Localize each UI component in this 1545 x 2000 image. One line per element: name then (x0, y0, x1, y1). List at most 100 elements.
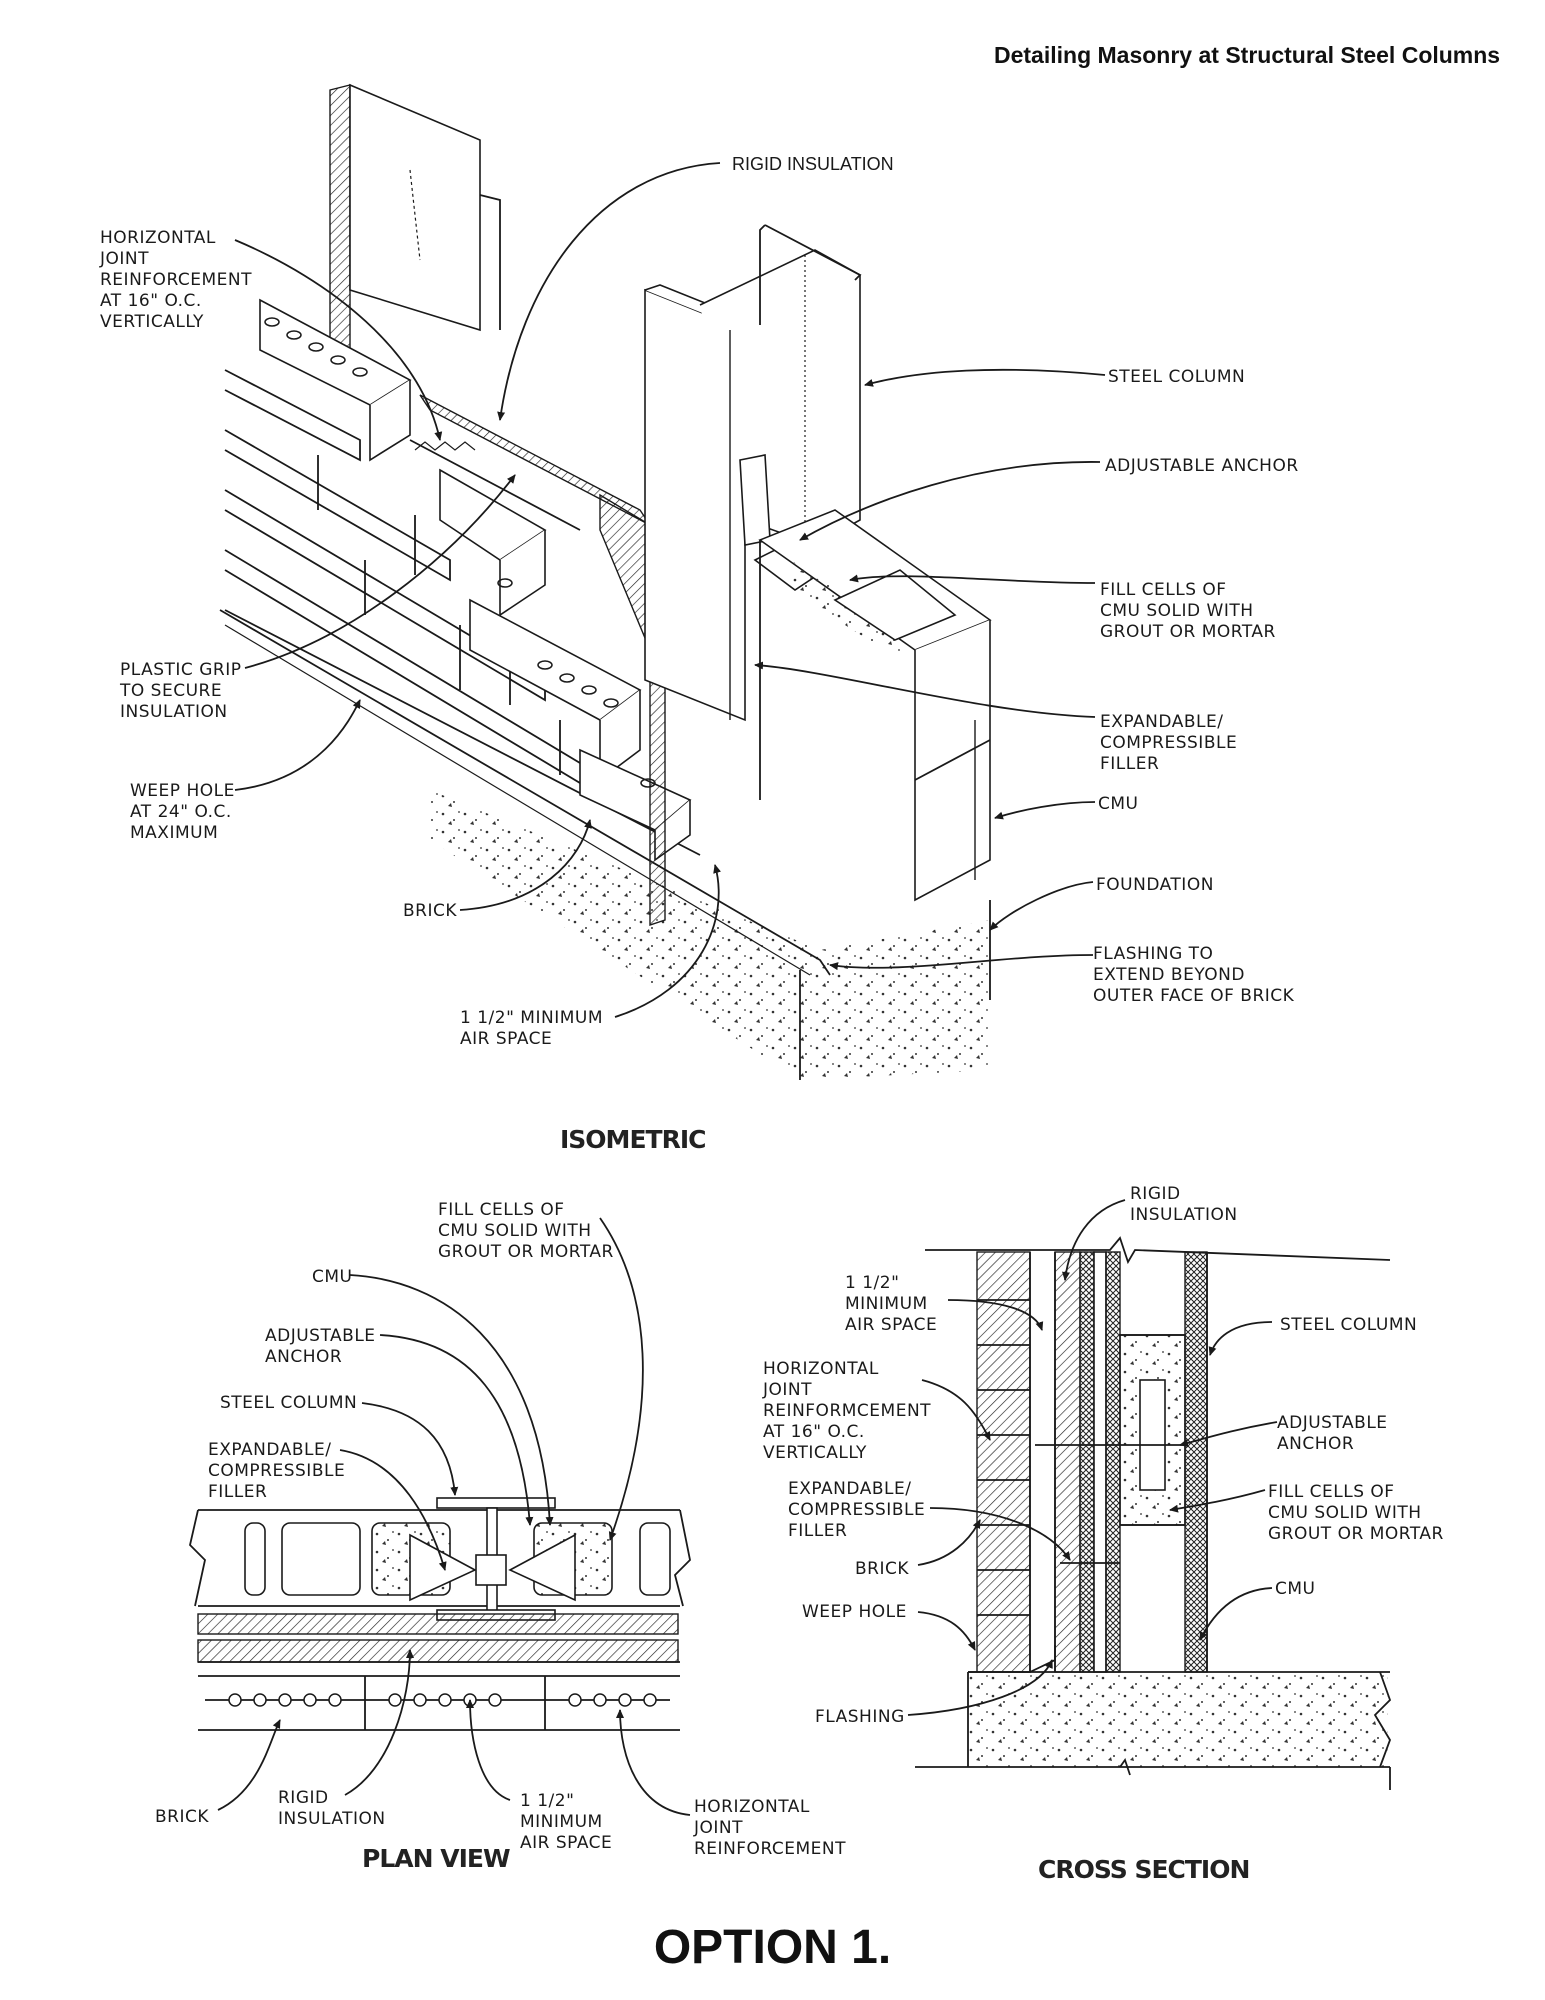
plan-rigid-insulation (197, 1613, 679, 1635)
iso-cmu-back-wall (329, 84, 351, 372)
iso-adjustable-anchor (739, 454, 771, 546)
iso-cmu-holes (264, 317, 656, 788)
plan-label-anchor-2: ANCHOR (265, 1347, 342, 1367)
cs-label-hjr-5: VERTICALLY (763, 1443, 867, 1463)
cs-label-fill-1: FILL CELLS OF (1268, 1482, 1395, 1502)
iso-label-hjr-2: JOINT (99, 249, 149, 269)
cs-label-steel-column: STEEL COLUMN (1280, 1315, 1417, 1335)
plan-brick-row (198, 1675, 680, 1731)
cs-label-exp-3: FILLER (788, 1521, 847, 1541)
cs-label-exp-2: COMPRESSIBLE (788, 1500, 925, 1520)
cs-label-fill-3: GROUT OR MORTAR (1268, 1524, 1444, 1544)
plan-anchor-right (508, 1533, 576, 1602)
plan-label-exp-1: EXPANDABLE/ (208, 1440, 331, 1460)
iso-label-steel-column: STEEL COLUMN (1108, 367, 1245, 387)
isometric-drawing (219, 83, 992, 1080)
cs-label-exp-1: EXPANDABLE/ (788, 1479, 911, 1499)
iso-label-flash-1: FLASHING TO (1093, 944, 1213, 964)
plan-label-air-2: MINIMUM (520, 1812, 603, 1832)
iso-label-weep-1: WEEP HOLE (130, 781, 235, 801)
iso-label-fill-1: FILL CELLS OF (1100, 580, 1227, 600)
plan-label-rigid-1: RIGID (278, 1788, 329, 1808)
iso-right-cmu (758, 509, 992, 902)
iso-leaders (234, 162, 1106, 1018)
iso-label-air-2: AIR SPACE (460, 1029, 552, 1049)
plan-joint-ties (228, 1693, 657, 1707)
cs-label-hjr-2: JOINT (762, 1380, 812, 1400)
cross-section-drawing (915, 1236, 1392, 1790)
iso-label-hjr-3: REINFORCEMENT (100, 270, 252, 290)
plan-label-air-3: AIR SPACE (520, 1833, 612, 1853)
plan-label-hjr-1: HORIZONTAL (694, 1797, 810, 1817)
iso-label-plastic-1: PLASTIC GRIP (120, 660, 241, 680)
iso-label-exp-3: FILLER (1100, 754, 1159, 774)
iso-label-flash-3: OUTER FACE OF BRICK (1093, 986, 1295, 1006)
plan-heading: PLAN VIEW (362, 1844, 510, 1873)
iso-label-weep-2: AT 24" O.C. (130, 802, 232, 822)
plan-label-hjr-3: REINFORCEMENT (694, 1839, 846, 1859)
plan-label-cmu: CMU (312, 1267, 352, 1287)
plan-leaders (217, 1217, 691, 1816)
iso-label-air-1: 1 1/2" MINIMUM (460, 1008, 603, 1028)
plan-label-hjr-2: JOINT (693, 1818, 743, 1838)
cs-heading: CROSS SECTION (1038, 1855, 1249, 1884)
cs-brick-wythe (976, 1251, 1031, 1673)
plan-label-fill-3: GROUT OR MORTAR (438, 1242, 614, 1262)
option-label: OPTION 1. (653, 1921, 892, 1974)
iso-label-flash-2: EXTEND BEYOND (1093, 965, 1245, 985)
cs-label-air-3: AIR SPACE (845, 1315, 937, 1335)
plan-steel-flange-top (436, 1497, 556, 1509)
iso-label-adjustable-anchor: ADJUSTABLE ANCHOR (1105, 456, 1299, 476)
cs-label-brick: BRICK (855, 1559, 909, 1579)
iso-label-plastic-2: TO SECURE (119, 681, 222, 701)
iso-label-cmu: CMU (1098, 794, 1138, 814)
iso-heading: ISOMETRIC (560, 1125, 705, 1154)
iso-label-hjr-4: AT 16" O.C. (100, 291, 202, 311)
iso-flashing-line (219, 609, 831, 976)
plan-label-exp-3: FILLER (208, 1482, 267, 1502)
iso-label-brick: BRICK (403, 901, 457, 921)
plan-label-steel-column: STEEL COLUMN (220, 1393, 357, 1413)
plan-label-air-1: 1 1/2" (520, 1791, 574, 1811)
cs-label-anchor-1: ADJUSTABLE (1277, 1413, 1388, 1433)
cs-label-air-1: 1 1/2" (845, 1273, 899, 1293)
cs-label-hjr-1: HORIZONTAL (763, 1359, 879, 1379)
cs-label-flashing: FLASHING (815, 1707, 905, 1727)
iso-label-rigid-insulation: RIGID INSULATION (732, 154, 894, 174)
plan-labels: FILL CELLS OF CMU SOLID WITH GROUT OR MO… (155, 1200, 846, 1873)
cs-label-hjr-3: REINFORMCEMENT (763, 1401, 931, 1421)
cs-label-fill-2: CMU SOLID WITH (1268, 1503, 1422, 1523)
iso-label-plastic-3: INSULATION (120, 702, 228, 722)
cs-label-rigid-2: INSULATION (1130, 1205, 1238, 1225)
plan-label-brick: BRICK (155, 1807, 209, 1827)
cs-label-weep: WEEP HOLE (802, 1602, 907, 1622)
cs-foundation (968, 1672, 1388, 1767)
iso-cmu-blocks (259, 298, 692, 862)
iso-label-fill-2: CMU SOLID WITH (1100, 601, 1254, 621)
plan-view-drawing (189, 1497, 691, 1731)
iso-label-exp-1: EXPANDABLE/ (1100, 712, 1223, 732)
plan-label-anchor-1: ADJUSTABLE (265, 1326, 376, 1346)
cs-label-hjr-4: AT 16" O.C. (763, 1422, 865, 1442)
iso-label-fill-3: GROUT OR MORTAR (1100, 622, 1276, 642)
iso-label-foundation: FOUNDATION (1096, 875, 1214, 895)
cs-label-rigid-1: RIGID (1130, 1184, 1181, 1204)
cs-labels: RIGID INSULATION 1 1/2" MINIMUM AIR SPAC… (762, 1184, 1444, 1884)
cs-label-anchor-2: ANCHOR (1277, 1434, 1354, 1454)
iso-label-weep-3: MAXIMUM (130, 823, 218, 843)
iso-labels: RIGID INSULATION HORIZONTAL JOINT REINFO… (99, 154, 1299, 1154)
iso-label-exp-2: COMPRESSIBLE (1100, 733, 1237, 753)
cs-rigid-insulation (1054, 1251, 1081, 1673)
cs-leaders (907, 1199, 1278, 1716)
cs-label-cmu: CMU (1275, 1579, 1315, 1599)
plan-label-fill-2: CMU SOLID WITH (438, 1221, 592, 1241)
iso-label-hjr-5: VERTICALLY (100, 312, 204, 332)
plan-label-fill-1: FILL CELLS OF (438, 1200, 565, 1220)
iso-label-hjr-1: HORIZONTAL (100, 228, 216, 248)
cs-label-air-2: MINIMUM (845, 1294, 928, 1314)
plan-label-exp-2: COMPRESSIBLE (208, 1461, 345, 1481)
plan-label-rigid-2: INSULATION (278, 1809, 386, 1829)
page-title: Detailing Masonry at Structural Steel Co… (994, 42, 1501, 68)
cs-cmu-right (1184, 1251, 1208, 1673)
